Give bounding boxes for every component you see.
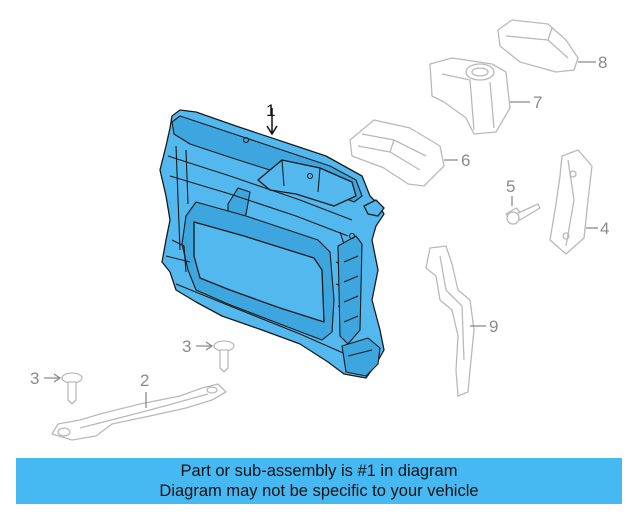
part-3-clip-upper xyxy=(213,340,235,373)
part-3-clip-lower xyxy=(61,372,83,405)
part-6-air-guide xyxy=(349,119,445,187)
callout-6: 6 xyxy=(461,151,470,170)
callout-5: 5 xyxy=(506,177,515,196)
leader-3-lower xyxy=(44,373,62,383)
part-1-front-carrier xyxy=(159,109,385,379)
callout-3-upper: 3 xyxy=(182,337,191,356)
callout-7: 7 xyxy=(533,93,542,112)
callout-9: 9 xyxy=(489,317,498,336)
part-5-bolt xyxy=(505,203,541,225)
leader-1 xyxy=(266,108,278,136)
part-9-strip-bracket xyxy=(425,245,475,397)
part-8-cover xyxy=(497,19,579,73)
parts-diagram: 8 7 6 5 4 9 xyxy=(30,19,609,441)
callout-1: 1 xyxy=(266,101,275,120)
leader-3-upper xyxy=(196,341,214,351)
callout-8: 8 xyxy=(598,53,607,72)
part-4-side-bracket xyxy=(549,149,593,255)
info-banner: Part or sub-assembly is #1 in diagram Di… xyxy=(16,458,622,504)
callout-2: 2 xyxy=(140,371,149,390)
callout-4: 4 xyxy=(600,219,609,238)
banner-line-1: Part or sub-assembly is #1 in diagram xyxy=(180,462,458,480)
part-7-bracket xyxy=(429,57,511,135)
callout-3-lower: 3 xyxy=(30,369,39,388)
part-2-lower-strap xyxy=(51,383,227,441)
banner-line-2: Diagram may not be specific to your vehi… xyxy=(159,482,479,500)
